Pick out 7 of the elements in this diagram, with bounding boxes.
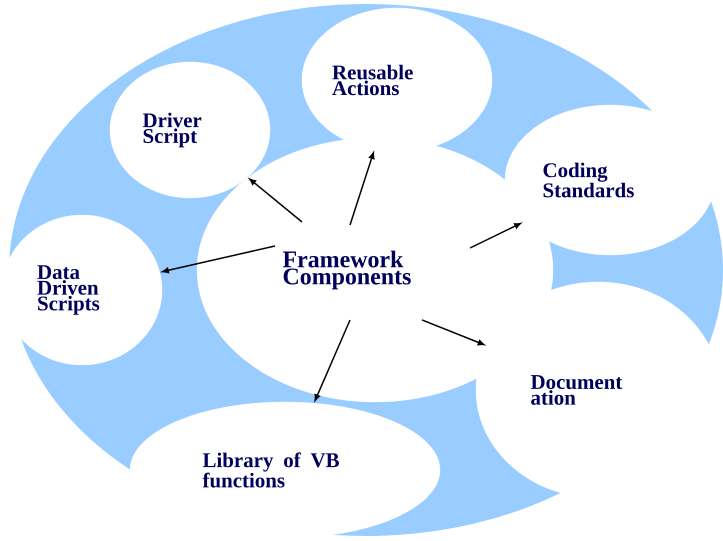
arrow <box>314 320 351 402</box>
arrow <box>249 178 302 223</box>
arrow <box>162 245 276 274</box>
arrow <box>470 222 522 249</box>
node-label: Library of VB functions <box>202 452 339 488</box>
arrow <box>422 319 485 346</box>
arrow <box>349 152 375 226</box>
